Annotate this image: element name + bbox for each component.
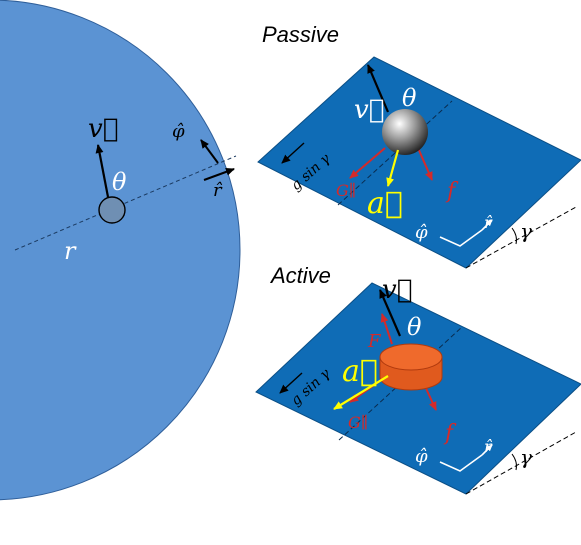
incline-base-line bbox=[465, 206, 577, 269]
particle bbox=[98, 196, 126, 224]
accel-label: a⃗ bbox=[367, 186, 403, 221]
gamma-label: γ bbox=[520, 219, 532, 243]
velocity-arrow bbox=[378, 289, 402, 337]
radial-dashed-line bbox=[14, 155, 237, 251]
disk bbox=[0, 0, 241, 501]
force-arrow bbox=[380, 313, 393, 345]
passive-panel: Passive v⃗ θ g sin γ a⃗ G∥ f φ̂ r̂ γ bbox=[257, 22, 581, 269]
gamma-arc bbox=[511, 453, 517, 471]
velocity-label: v⃗ bbox=[354, 95, 384, 125]
phi-hat-label: φ̂ bbox=[415, 446, 428, 467]
phi-hat-arrow bbox=[200, 139, 219, 164]
accel-arrow bbox=[386, 149, 400, 187]
incline-base-line bbox=[465, 431, 577, 495]
disk-panel: v⃗ θ φ̂ r̂ r bbox=[0, 0, 241, 501]
velocity-arrow bbox=[95, 144, 110, 198]
inclined-plane bbox=[257, 56, 581, 269]
accel-label: a⃗ bbox=[342, 354, 378, 389]
r-hat-label: r̂ bbox=[213, 180, 223, 201]
active-title: Active bbox=[269, 263, 331, 288]
radius-label: r bbox=[64, 237, 77, 265]
local-axes-icon bbox=[439, 454, 483, 472]
velocity-label: v⃗ bbox=[382, 275, 412, 305]
accel-arrow bbox=[333, 375, 389, 410]
gamma-label: γ bbox=[520, 445, 532, 469]
phi-hat-label: φ̂ bbox=[415, 222, 428, 243]
gamma-arc bbox=[511, 227, 517, 245]
velocity-arrow bbox=[366, 64, 390, 113]
g-parallel-label: G∥ bbox=[348, 413, 368, 432]
g-parallel-arrow bbox=[349, 147, 386, 179]
local-axes-icon bbox=[439, 229, 483, 247]
velocity-label: v⃗ bbox=[88, 114, 118, 144]
gravity-arrow bbox=[279, 372, 303, 394]
r-hat-tick bbox=[481, 444, 493, 456]
puck bbox=[379, 343, 443, 391]
gravity-arrow bbox=[281, 142, 305, 164]
g-parallel-label: G∥ bbox=[336, 181, 356, 200]
theta-label: θ bbox=[112, 168, 127, 196]
r-hat-label: r̂ bbox=[484, 437, 493, 456]
theta-label: θ bbox=[407, 313, 422, 341]
phi-hat-label: φ̂ bbox=[172, 121, 185, 142]
theta-label: θ bbox=[402, 84, 417, 112]
passive-title: Passive bbox=[262, 22, 339, 47]
plane-dashed-line bbox=[337, 100, 453, 206]
force-label: F bbox=[367, 331, 382, 352]
r-hat-arrow bbox=[203, 167, 235, 181]
active-panel: Active v⃗ θ F g sin γ a⃗ G∥ f φ̂ r̂ γ bbox=[255, 263, 581, 495]
r-hat-tick bbox=[481, 219, 493, 231]
friction-arrow bbox=[417, 147, 433, 181]
ball bbox=[382, 109, 428, 155]
